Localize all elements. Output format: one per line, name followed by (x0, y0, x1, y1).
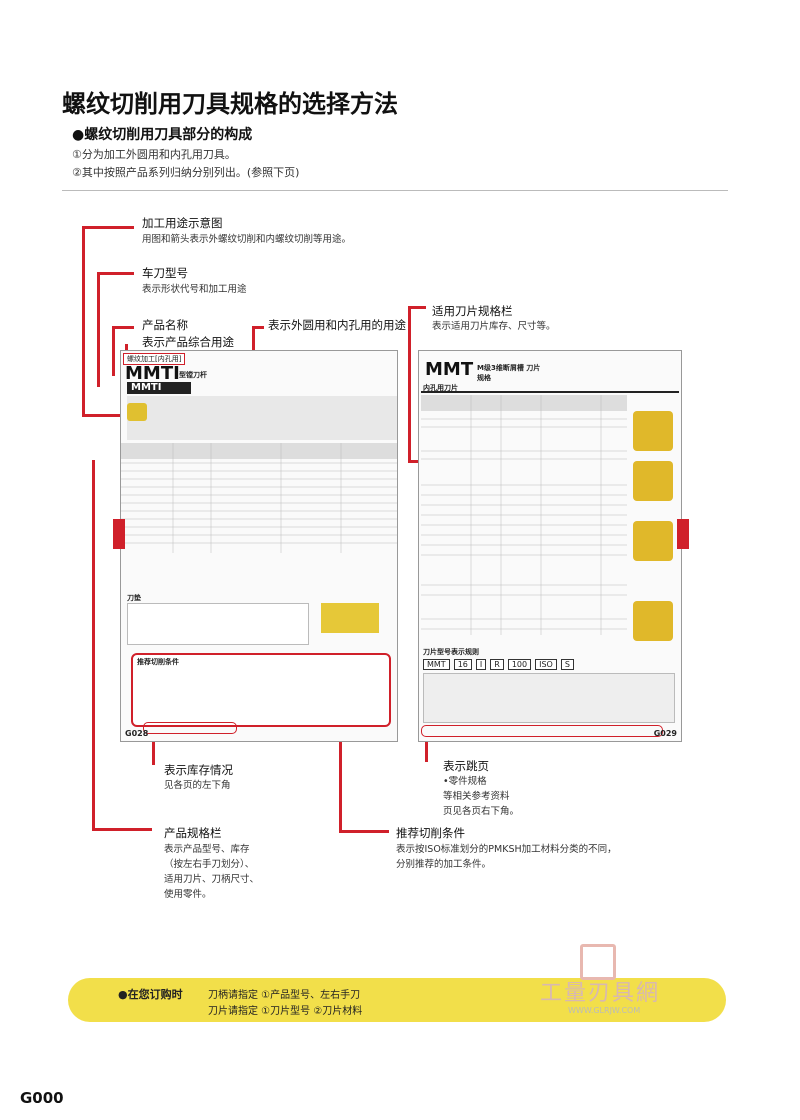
left-product-sub: 型镗刀杆 (179, 371, 207, 379)
callout-line-jump (425, 740, 428, 762)
callout-product-title: 产品名称 (142, 318, 188, 332)
jump-box (421, 725, 663, 737)
callout-jump-line-3: 页见各页右下角。 (443, 806, 520, 817)
left-section-cond: 推荐切削条件 (137, 658, 179, 666)
code-legend-graphic (423, 673, 675, 723)
insert-thumb-icon (127, 403, 147, 421)
callout-line-stock (152, 735, 155, 765)
callout-insert-desc: 表示适用刀片库存、尺寸等。 (432, 321, 556, 332)
left-header-tag: 螺纹加工[内孔用] (123, 353, 186, 365)
code-part-2: 16 (453, 659, 472, 670)
callout-spec-line-3: 适用刀片、刀柄尺寸、 (164, 874, 260, 885)
callout-line-spec (92, 460, 95, 830)
left-band: MMTI (127, 382, 191, 394)
callout-line-usage (82, 226, 85, 416)
callout-insert-title: 适用刀片规格栏 (432, 304, 513, 318)
right-code-title: 刀片型号表示规则 (423, 648, 479, 656)
watermark-logo (580, 944, 616, 980)
callout-spec-line-2: （按左右手刀划分）、 (164, 859, 255, 870)
left-page-number: G028 (125, 729, 149, 738)
code-part-1: MMT (423, 659, 450, 670)
callout-cond-title: 推荐切削条件 (396, 826, 465, 840)
right-section-rule (421, 391, 679, 393)
callout-line-insert-end (408, 460, 426, 463)
callout-usage-title: 加工用途示意图 (142, 216, 223, 230)
cutting-conditions-box: 推荐切削条件 (131, 653, 391, 727)
callout-line-product-h (112, 326, 134, 329)
order-label: ●在您订购时 (118, 988, 183, 1001)
watermark-text: 工量刃具網 (540, 981, 661, 1006)
insert-image-2 (633, 461, 673, 501)
callout-jump-line-2: 等相关参考资料 (443, 791, 510, 802)
spec-table-graphic (121, 443, 397, 553)
order-line-1: 刀柄请指定 ①产品型号、左右手刀 (208, 990, 361, 1001)
callout-holder-desc: 表示形状代号和加工用途 (142, 284, 247, 295)
insert-image-4 (633, 601, 673, 641)
order-banner (68, 978, 726, 1022)
code-part-5: 100 (507, 659, 532, 670)
left-section-tools: 刀垫 (127, 594, 141, 602)
callout-stock-desc: 见各页的左下角 (164, 780, 231, 791)
page-title: 螺纹切削用刀具规格的选择方法 (62, 90, 398, 118)
insert-table-graphic (421, 395, 627, 635)
callout-line-spec-h (92, 828, 152, 831)
callout-cond-line-1: 表示按ISO标准划分的PMKSH加工材料分类的不同， (396, 844, 617, 855)
callout-line-holder-h (97, 272, 134, 275)
right-page-number: G029 (653, 729, 677, 738)
callout-line-cond (339, 710, 342, 832)
intro-line-2: ②其中按照产品系列归纳分别列出。(参照下页) (72, 166, 300, 179)
usage-diagram-image (127, 396, 397, 440)
callout-usage-desc: 用图和箭头表示外螺纹切削和内螺纹切削等用途。 (142, 234, 352, 245)
callout-line-insert (408, 306, 411, 462)
code-part-4: R (490, 659, 504, 670)
right-section: 内孔用刀片 (423, 384, 458, 392)
callout-line-usage-h (82, 226, 134, 229)
right-product-name: MMT (425, 359, 474, 380)
callout-jump-line-1: •零件规格 (443, 776, 487, 787)
callout-line-cond-h (339, 830, 389, 833)
insert-image-3 (633, 521, 673, 561)
callout-line-holder (97, 272, 100, 387)
tools-table-graphic (127, 603, 309, 645)
callout-line-extint (252, 326, 255, 356)
callout-holder-title: 车刀型号 (142, 266, 188, 280)
code-part-6: ISO (535, 659, 557, 670)
section-subtitle: ●螺纹切削用刀具部分的构成 (72, 127, 253, 143)
callout-stock-title: 表示库存情况 (164, 763, 233, 777)
callout-line-product (112, 326, 115, 376)
watermark-url: WWW.GLRJW.COM (568, 1006, 641, 1015)
callout-spec-title: 产品规格栏 (164, 826, 222, 840)
code-part-3: I (475, 659, 487, 670)
callout-line-insert-h (408, 306, 426, 309)
insert-image-1 (633, 411, 673, 451)
callout-jump-title: 表示跳页 (443, 759, 489, 773)
callout-spec-line-4: 使用零件。 (164, 889, 212, 900)
callout-product-desc: 表示产品综合用途 (142, 335, 234, 349)
right-page-thumbnail: MMT M级3维断屑槽 刀片规格 内孔用刀片 刀片型号表示规则 MMT 16 I… (418, 350, 689, 742)
footer-page-number: G000 (20, 1089, 64, 1107)
order-line-2: 刀片请指定 ①刀片型号 ②刀片材料 (208, 1006, 363, 1017)
right-product-sub: M级3维断屑槽 刀片规格 (477, 364, 541, 382)
callout-line-extint-h (252, 326, 264, 329)
divider (62, 190, 728, 191)
right-side-tab (677, 519, 689, 549)
tools-image (321, 603, 379, 633)
left-page-thumbnail: 螺纹加工[内孔用] MMTI 型镗刀杆 MMTI 刀垫 推荐切削条件 G028 (113, 350, 398, 742)
callout-line-usage-end (82, 414, 152, 417)
insert-code-row: MMT 16 I R 100 ISO S (423, 659, 574, 670)
code-part-7: S (560, 659, 574, 670)
intro-line-1: ①分为加工外圆用和内孔用刀具。 (72, 148, 236, 161)
callout-extint-title: 表示外圆用和内孔用的用途 (268, 318, 406, 332)
stock-legend-box (143, 722, 237, 734)
left-product-name: MMTI (125, 363, 180, 384)
left-side-tab (113, 519, 125, 549)
callout-cond-line-2: 分别推荐的加工条件。 (396, 859, 492, 870)
callout-spec-line-1: 表示产品型号、库存 (164, 844, 250, 855)
